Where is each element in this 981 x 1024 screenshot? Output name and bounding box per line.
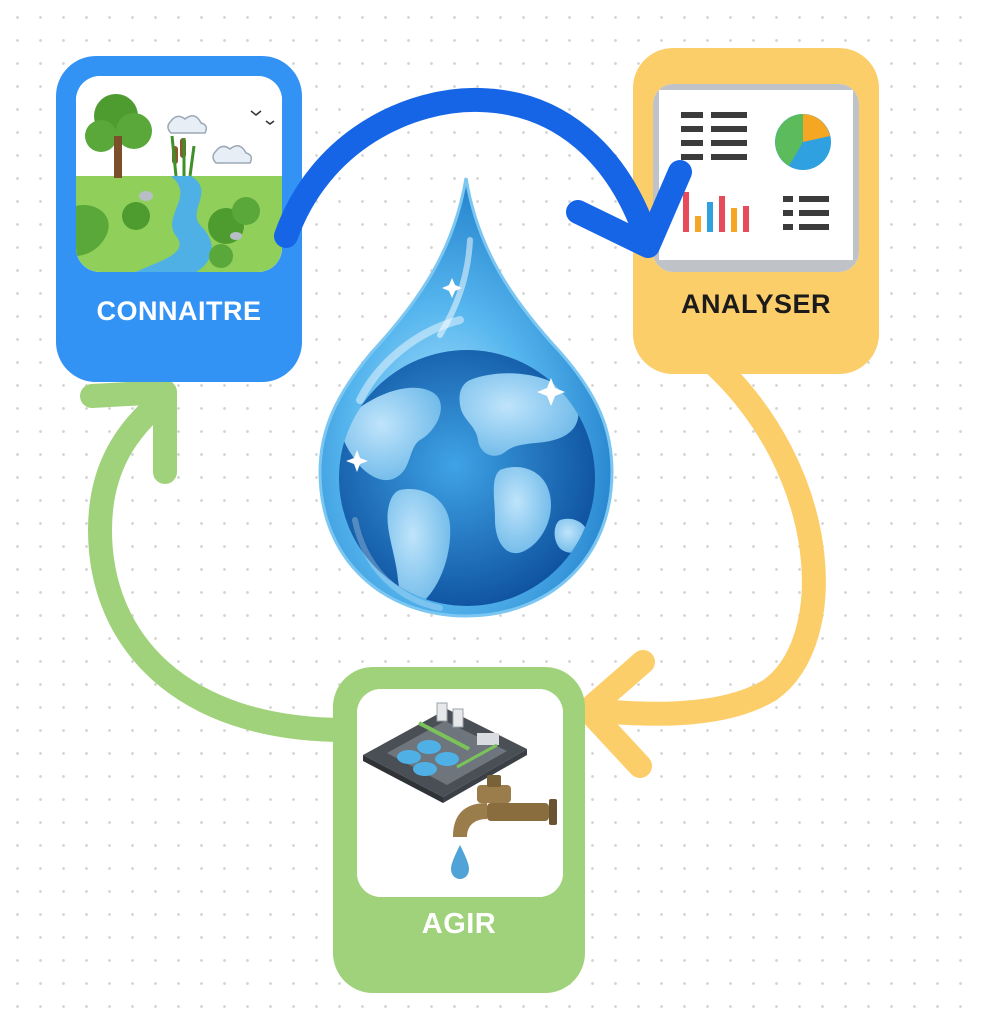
step-label-agir: AGIR bbox=[421, 908, 497, 940]
dashboard-chart-icon bbox=[653, 84, 859, 272]
arrow-agir-to-connaitre bbox=[87, 386, 357, 742]
step-label-analyser: ANALYSER bbox=[680, 289, 832, 319]
arrowhead-yellow bbox=[576, 650, 655, 778]
arrow-analyser-to-agir bbox=[576, 350, 826, 726]
step-label-connaitre: CONNAITRE bbox=[96, 296, 262, 326]
river-landscape-icon bbox=[76, 76, 282, 272]
arrowhead-green bbox=[80, 380, 177, 484]
step-card-agir: AGIR bbox=[333, 667, 585, 993]
water-treatment-tap-icon bbox=[357, 689, 563, 897]
step-card-connaitre: CONNAITRE bbox=[56, 56, 302, 382]
step-card-analyser: ANALYSER bbox=[633, 48, 879, 374]
